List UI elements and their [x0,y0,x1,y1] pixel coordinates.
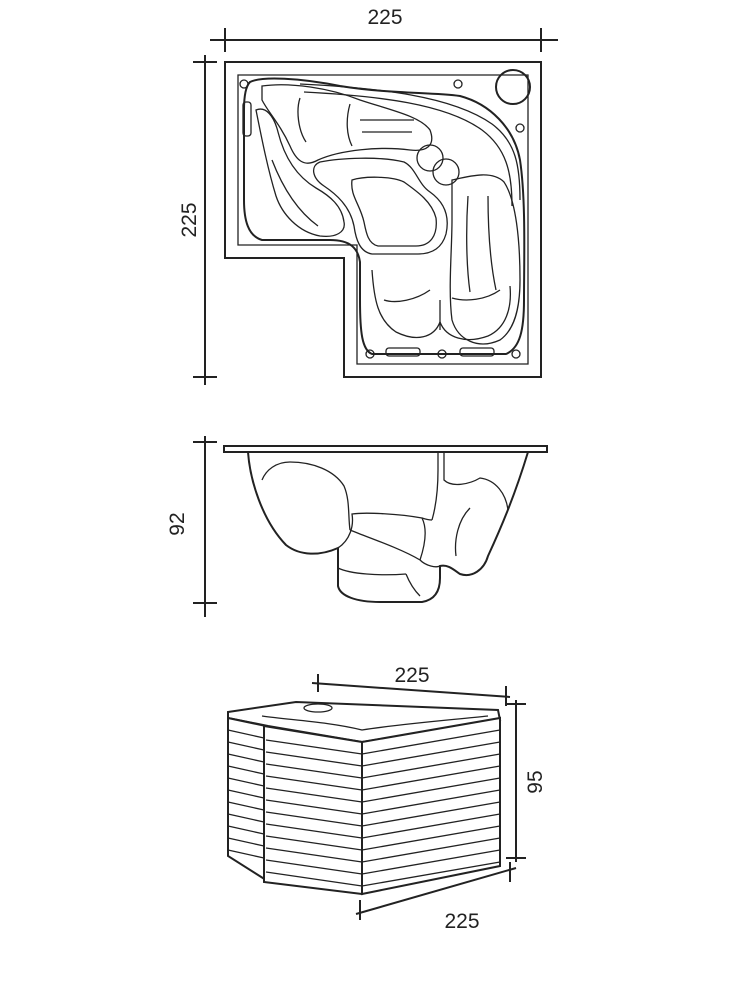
plan-depth-label: 225 [178,202,201,237]
iso-height-label: 95 [524,770,547,793]
plan-jet [453,79,463,89]
plan-jet [437,349,447,359]
plan-pillow-2 [432,158,460,186]
section-view: 92 [166,436,548,617]
iso-front-slats [265,739,363,887]
iso-height-dimension: 95 [506,700,547,862]
plan-handle [385,347,421,357]
plan-inner-rim [237,74,529,365]
section-body [247,451,529,603]
plan-outer-rim [224,61,542,378]
plan-width-label: 225 [367,6,402,29]
section-height-dimension: 92 [166,436,217,617]
plan-lower-seats [371,269,512,341]
plan-handle [459,347,495,357]
plan-jet [239,79,249,89]
iso-top-width-label: 225 [394,664,429,687]
plan-center-seat [313,157,448,255]
plan-pillow-1 [416,144,444,172]
section-height-label: 92 [166,512,189,535]
plan-jet [511,349,521,359]
iso-top-dimension: 225 [311,664,511,706]
plan-right-seat [449,174,521,345]
plan-jet [515,123,525,133]
section-rim [223,445,548,453]
iso-bottom-width-label: 225 [444,910,479,933]
plan-overflow-circle [495,69,531,105]
iso-right-panel [361,716,501,896]
plan-handle [242,101,252,137]
plan-basin-outline [243,77,526,355]
isometric-view: 225 95 225 [227,664,547,933]
plan-width-dimension: 225 [210,6,558,52]
plan-headrest [261,84,433,164]
plan-side-lounger [255,108,345,238]
plan-jet [365,349,375,359]
iso-left-panel [227,716,267,882]
iso-left-slats [227,729,265,859]
iso-bottom-dimension: 225 [355,862,517,933]
plan-depth-dimension: 225 [178,55,217,385]
plan-view: 225 225 [178,6,558,385]
iso-right-slats [361,729,501,887]
iso-drain [303,703,333,713]
